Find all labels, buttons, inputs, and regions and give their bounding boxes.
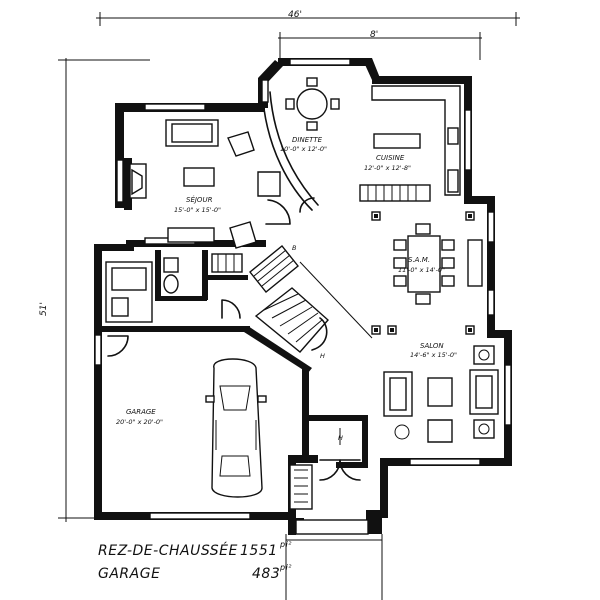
car xyxy=(205,358,267,498)
front-steps xyxy=(285,519,383,600)
room-label-dinette: DINETTE xyxy=(292,136,323,144)
room-label-garage: GARAGE xyxy=(126,408,156,416)
staircase xyxy=(249,245,329,353)
room-label-sam: S.A.M. xyxy=(408,256,430,264)
stair-label-up: B xyxy=(292,244,297,252)
dining-table xyxy=(393,223,483,305)
summary-label-main: REZ-DE-CHAUSSÉE xyxy=(98,543,238,559)
room-size-salon: 14'-6" x 15'-0" xyxy=(410,351,457,359)
salon-furniture xyxy=(383,345,499,443)
doors xyxy=(107,197,361,481)
summary-unit-main: pi² xyxy=(280,540,293,549)
bump-dimension: 8' xyxy=(370,30,378,40)
summary-label-garage: GARAGE xyxy=(98,566,161,582)
dinette-table xyxy=(285,77,340,131)
entry-closet xyxy=(289,464,313,510)
powder-laundry xyxy=(105,253,243,323)
depth-dimension: 51' xyxy=(39,302,49,316)
summary-unit-garage: pi² xyxy=(280,563,293,572)
summary-value-main: 1551 xyxy=(240,543,278,559)
room-size-garage: 20'-0" x 20'-0" xyxy=(116,418,163,426)
room-size-sejour: 15'-0" x 15'-0" xyxy=(174,206,221,214)
width-dimension: 46' xyxy=(288,10,302,20)
stair-label-down: H xyxy=(320,352,325,360)
room-size-cuisine: 12'-0" x 12'-8" xyxy=(364,164,411,172)
room-size-sam: 11'-0" x 14'-0" xyxy=(398,266,445,274)
room-label-cuisine: CUISINE xyxy=(376,154,405,162)
columns xyxy=(371,211,475,335)
room-label-sejour: SÉJOUR xyxy=(186,195,213,204)
room-label-salon: SALON xyxy=(420,342,444,350)
room-size-dinette: 10'-0" x 12'-0" xyxy=(280,145,327,153)
kitchen-cabinets xyxy=(359,85,461,202)
summary-value-garage: 483 xyxy=(252,566,281,582)
living-room-furniture xyxy=(129,119,281,249)
dimension-lines: 46' 8' 51' xyxy=(39,10,520,522)
